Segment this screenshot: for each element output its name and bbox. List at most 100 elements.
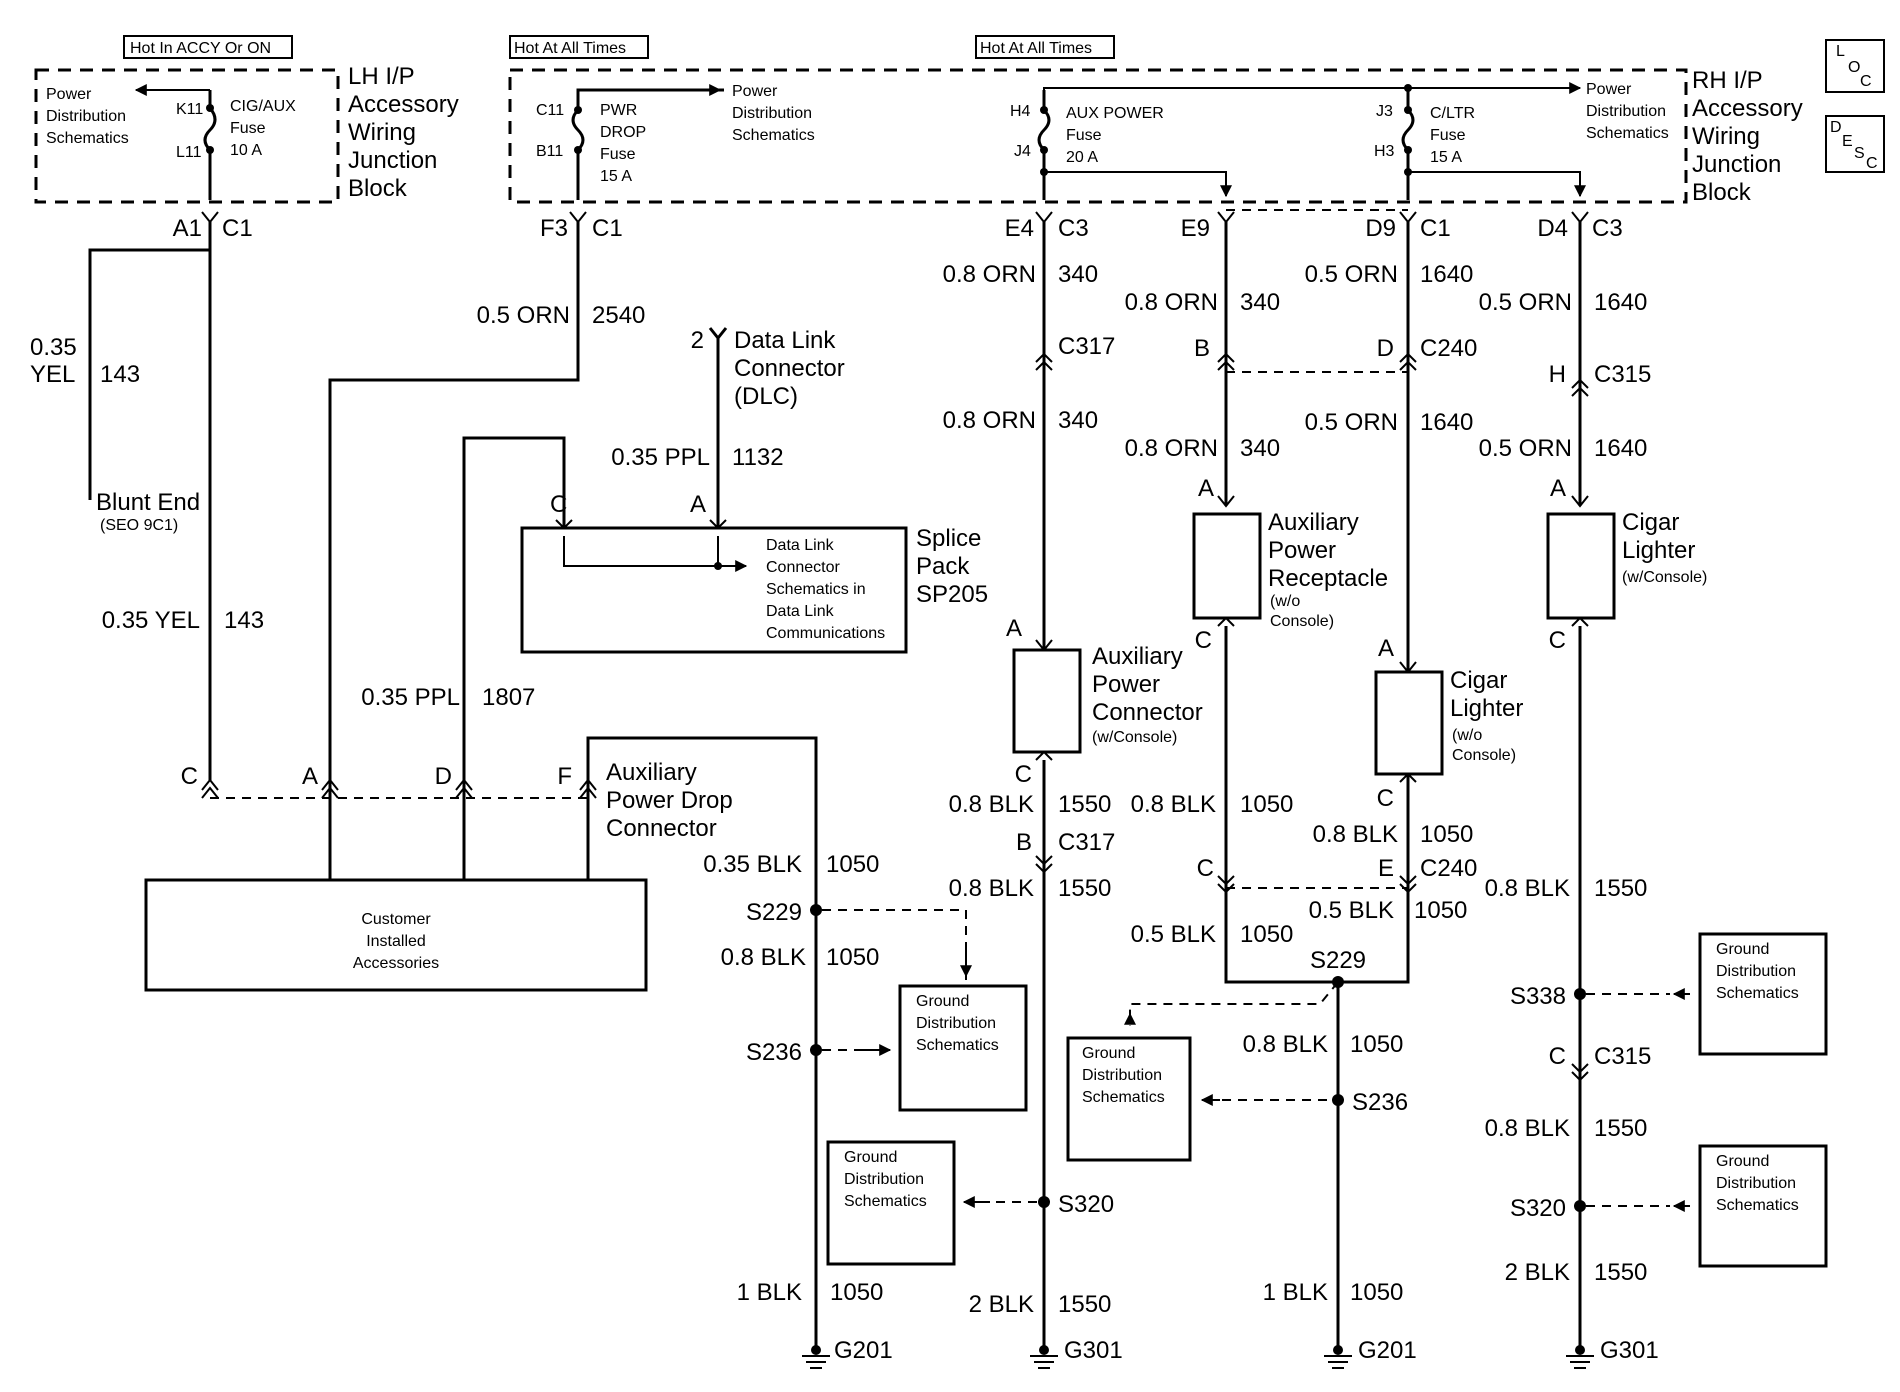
inline-c240-b: B (1194, 335, 1210, 362)
svg-text:A: A (302, 763, 318, 790)
svg-text:Ground: Ground (1716, 1153, 1769, 1170)
wire-1640d-label: 0.5 ORN (1479, 435, 1572, 462)
cltr-fuse-label: C/LTR Fuse 15 A (1430, 105, 1475, 166)
wire-143-gauge: 0.35 (30, 334, 77, 361)
wire-1050c-circuit: 1050 (830, 1279, 883, 1306)
pwr-drop-fuse-symbol (571, 88, 724, 200)
svg-text:Cigar: Cigar (1450, 667, 1507, 694)
wire-1050f-label: 0.5 BLK (1131, 921, 1216, 948)
svg-text:D: D (435, 763, 452, 790)
wire-2540-circuit: 2540 (592, 302, 645, 329)
wire-2540-label: 0.5 ORN (477, 302, 570, 329)
svg-text:LH I/P: LH I/P (348, 63, 415, 90)
splice-pin-a: A (690, 491, 706, 518)
splice-s236-left: S236 (746, 1039, 802, 1066)
cig2-pin-a: A (1550, 475, 1566, 502)
svg-text:Splice: Splice (916, 525, 981, 552)
inline-c240-e: E (1378, 855, 1394, 882)
wire-143-color: YEL (30, 361, 75, 388)
wire-143-circuit: 143 (100, 361, 140, 388)
wire-1050e-circuit: 1050 (1420, 821, 1473, 848)
svg-text:Junction: Junction (1692, 151, 1781, 178)
splice-s320-right: S320 (1510, 1195, 1566, 1222)
splice-pack-sp205 (520, 526, 908, 654)
wire-340b-circuit: 340 (1058, 407, 1098, 434)
wire-1050h-label: 0.8 BLK (1243, 1031, 1328, 1058)
wire-1132-label: 0.35 PPL (611, 444, 710, 471)
wire-1050f-circuit: 1050 (1240, 921, 1293, 948)
wire-1640b-circuit: 1640 (1420, 409, 1473, 436)
svg-text:10 A: 10 A (230, 142, 262, 159)
wire-1807-label: 0.35 PPL (361, 684, 460, 711)
wire-1640a-label: 0.5 ORN (1305, 261, 1398, 288)
svg-text:PWR: PWR (600, 102, 637, 119)
svg-text:Connector: Connector (766, 559, 840, 576)
svg-text:20 A: 20 A (1066, 149, 1098, 166)
svg-text:Ground: Ground (844, 1149, 897, 1166)
pin-c11: C11 (536, 102, 564, 119)
svg-text:Cigar: Cigar (1622, 509, 1679, 536)
wire-1550b-label: 0.8 BLK (949, 875, 1034, 902)
svg-text:Schematics: Schematics (1082, 1089, 1165, 1106)
ground-distribution-ref-4 (1698, 932, 1828, 1056)
cltr-fuse-symbol (1401, 88, 1415, 200)
ground-g301-right: G301 (1566, 1337, 1659, 1369)
wire-143-label-2: 0.35 YEL (102, 607, 200, 634)
wire-1640b-label: 0.5 ORN (1305, 409, 1398, 436)
svg-text:(w/o: (w/o (1452, 727, 1482, 744)
svg-text:D: D (1830, 119, 1842, 136)
svg-text:Power: Power (46, 86, 92, 103)
svg-text:C3: C3 (1058, 215, 1089, 242)
aux-power-receptacle (1192, 512, 1262, 620)
svg-text:Distribution: Distribution (46, 108, 126, 125)
wire-1550a-circuit: 1550 (1058, 791, 1111, 818)
wire-340c-label: 0.8 ORN (1125, 289, 1218, 316)
svg-text:Lighter: Lighter (1450, 695, 1523, 722)
svg-text:Wiring: Wiring (348, 119, 416, 146)
svg-text:Installed: Installed (366, 933, 426, 950)
svg-text:C: C (1860, 73, 1872, 90)
svg-text:C1: C1 (222, 215, 253, 242)
desc-icon: D E S C (1825, 115, 1885, 173)
svg-text:F3: F3 (540, 215, 568, 242)
inline-c317-b: B (1016, 829, 1032, 856)
wire-1640d-circuit: 1640 (1594, 435, 1647, 462)
svg-text:Schematics: Schematics (1586, 125, 1669, 142)
wire-1550c-circuit: 1550 (1058, 1291, 1111, 1318)
pin-j3: J3 (1376, 103, 1393, 120)
svg-text:Schematics: Schematics (1716, 1197, 1799, 1214)
svg-text:E9: E9 (1181, 215, 1210, 242)
svg-text:Connector: Connector (734, 355, 845, 382)
svg-text:Power: Power (1586, 81, 1632, 98)
rh-junction-block-outline (508, 68, 1688, 204)
wire-1132-circuit: 1132 (732, 444, 784, 471)
lh-power-distribution-ref: Power Distribution Schematics (46, 86, 129, 147)
svg-text:Fuse: Fuse (1430, 127, 1466, 144)
wire-1050i-circuit: 1050 (1350, 1279, 1403, 1306)
svg-text:G301: G301 (1600, 1337, 1659, 1364)
wire-1050b-label: 0.8 BLK (721, 944, 806, 971)
dlc-label: Data Link Connector (DLC) (734, 327, 845, 410)
svg-text:Data Link: Data Link (734, 327, 836, 354)
cig1-pin-a: A (1378, 635, 1394, 662)
wire-1050e-label: 0.8 BLK (1313, 821, 1398, 848)
svg-text:G201: G201 (1358, 1337, 1417, 1364)
svg-text:Distribution: Distribution (916, 1015, 996, 1032)
svg-text:Distribution: Distribution (844, 1171, 924, 1188)
rh-power-distribution-ref-left: Power Distribution Schematics (732, 83, 815, 144)
svg-text:Hot At All Times: Hot At All Times (514, 40, 626, 57)
apr-pin-a: A (1198, 475, 1214, 502)
apr-pin-c: C (1195, 627, 1212, 654)
ground-g201-right: G201 (1324, 1337, 1417, 1369)
svg-text:Auxiliary: Auxiliary (1268, 509, 1359, 536)
wire-340d-circuit: 340 (1240, 435, 1280, 462)
svg-text:O: O (1848, 59, 1860, 76)
splice-pin-c: C (550, 491, 567, 518)
apc-pin-a: A (1006, 615, 1022, 642)
svg-text:15 A: 15 A (600, 168, 632, 185)
svg-text:C: C (181, 763, 198, 790)
wire-1550e-label: 0.8 BLK (1485, 1115, 1570, 1142)
splice-s229-right: S229 (1310, 947, 1366, 974)
